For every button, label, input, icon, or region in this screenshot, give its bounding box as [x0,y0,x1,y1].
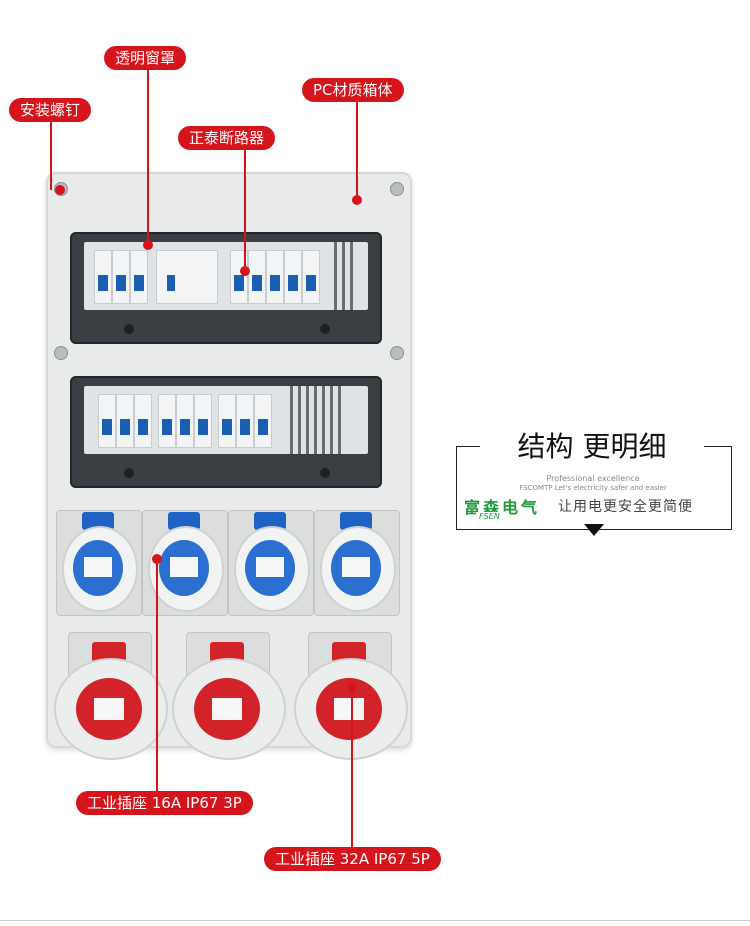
promo-subtitle-en-2: FSCOMTP Let's electricity safer and easi… [519,484,667,492]
leader-line [356,102,358,198]
callout-dot [55,185,65,195]
label-window: 透明窗罩 [104,46,187,70]
leader-line [50,122,52,190]
socket-16a [142,510,228,616]
breaker-row-lower [84,386,368,454]
leader-line [147,70,149,246]
lower-breaker-window [70,376,382,488]
leader-line [244,150,246,270]
label-case: PC材质箱体 [302,78,404,102]
upper-breaker-window [70,232,382,344]
label-screw: 安装螺钉 [9,98,92,122]
socket-32a [172,632,286,760]
callout-dot [347,682,357,692]
hinge-icon [320,324,330,334]
distribution-box [46,172,412,760]
mounting-screw-icon [54,346,68,360]
socket-32a [54,632,168,760]
leader-line [156,560,158,792]
label-socket-16a: 工业插座 16A IP67 3P [76,791,253,815]
label-socket-32a: 工业插座 32A IP67 5P [264,847,441,871]
breaker-row-upper [84,242,368,310]
callout-dot [352,195,362,205]
callout-dot [143,240,153,250]
promo-title: 结构 更明细 [480,430,704,464]
promo-subtitle-en: Professional excellence [546,474,640,483]
socket-32a [294,632,408,760]
callout-dot [152,554,162,564]
label-breaker: 正泰断路器 [178,126,276,150]
triangle-down-icon [584,524,604,536]
leader-line [351,690,353,848]
mounting-screw-icon [390,182,404,196]
hinge-icon [320,468,330,478]
socket-16a [56,510,142,616]
promo-slogan: 让用电更安全更简便 [558,499,693,515]
brand-name-en: FSEN [476,512,503,521]
hinge-icon [124,468,134,478]
callout-dot [240,266,250,276]
socket-16a [314,510,400,616]
socket-16a [228,510,314,616]
bottom-divider [0,920,750,921]
hinge-icon [124,324,134,334]
mounting-screw-icon [390,346,404,360]
